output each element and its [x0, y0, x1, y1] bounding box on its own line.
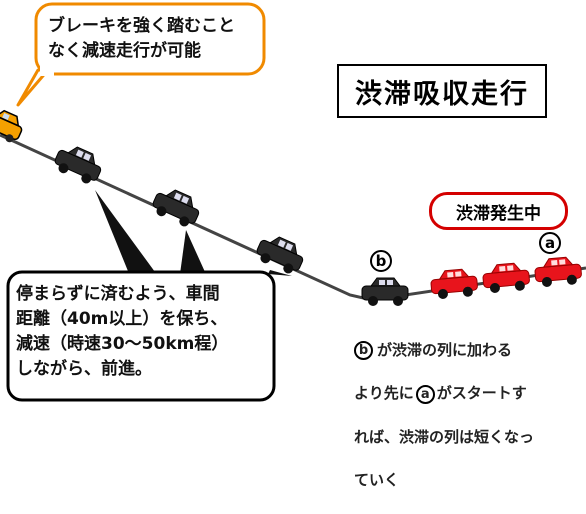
right-note-line-1: b が渋滞の列に加わる [354, 340, 534, 362]
right-note-line-1-text: が渋滞の列に加わる [377, 340, 513, 359]
top-note-text: ブレーキを強く踏むこと なく減速走行が可能 [48, 16, 235, 61]
left-note-text: 停まらずに済むよう、車間 距離（40m以上）を保ち、 減速（時速30～50km程… [16, 284, 229, 380]
red-car-1 [430, 268, 478, 299]
right-note-line-2: より先に a がスタートす [354, 383, 534, 405]
diagram-canvas [0, 2, 586, 402]
right-note-line-2-after: がスタートす [436, 384, 527, 403]
status-badge: 渋滞発生中 [429, 192, 568, 230]
left-speech-bubble [6, 270, 276, 402]
right-note-line-3: れば、渋滞の列は短くなっ [354, 427, 535, 446]
inline-marker-a: a [415, 384, 435, 404]
orange-car [0, 109, 23, 143]
dark-car-1 [54, 146, 102, 184]
top-speech-bubble [16, 2, 266, 107]
car-b [361, 277, 409, 306]
left-bubble-pointers [95, 190, 292, 276]
diagram-title: 渋滞吸収走行 [337, 64, 547, 118]
dark-car-3 [256, 236, 304, 274]
car-a [534, 256, 582, 287]
right-note: b が渋滞の列に加わる より先に a がスタートす れば、渋滞の列は短くなっ て… [354, 318, 534, 514]
right-note-line-4: ていく [354, 471, 400, 490]
car-b-marker: b [370, 250, 392, 272]
red-car-2 [482, 262, 530, 293]
car-a-marker: a [539, 232, 561, 254]
inline-marker-b: b [354, 341, 373, 361]
dark-car-2 [152, 189, 200, 227]
right-note-line-2-before: より先に [354, 384, 414, 403]
